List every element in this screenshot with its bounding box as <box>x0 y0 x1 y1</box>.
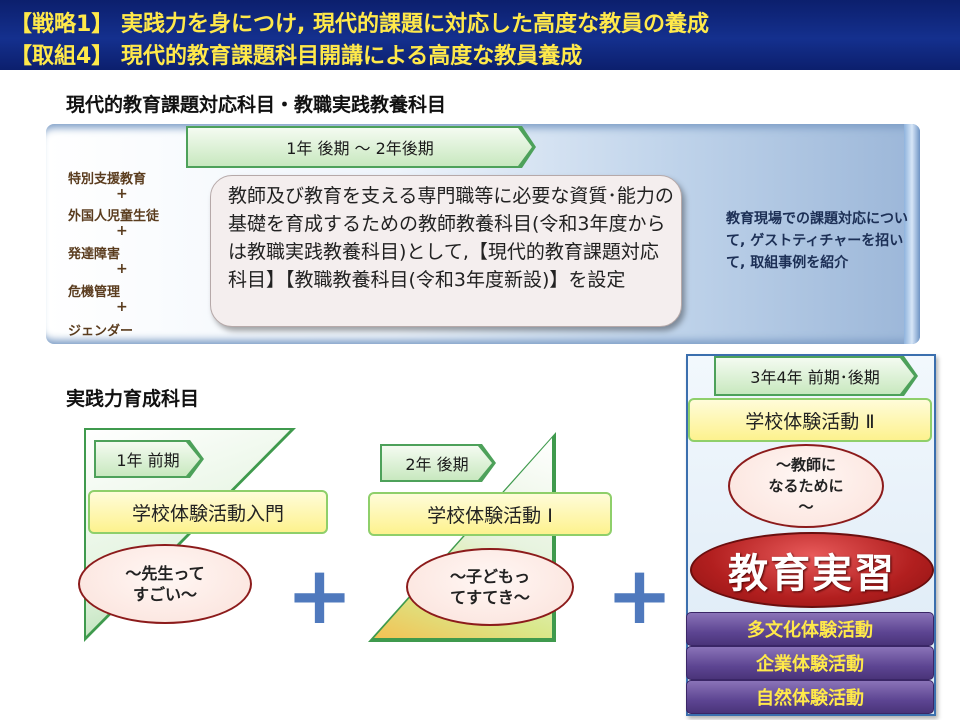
topic-developmental-disorder: 発達障害 <box>68 247 121 262</box>
panel3-bubble: ～教師に なるために ～ <box>728 444 884 528</box>
topic-plus-2: + <box>116 223 128 239</box>
activity-nature: 自然体験活動 <box>686 680 934 714</box>
header-strategy-line: 【戦略1】 実践力を身につけ, 現代的課題に対応した高度な教員の養成 <box>10 12 709 37</box>
panel2-course: 学校体験活動 Ⅰ <box>368 492 612 536</box>
activity-corporate: 企業体験活動 <box>686 646 934 680</box>
panel3-period-label: 3年4年 前期･後期 <box>750 368 880 387</box>
panel1-course-label: 学校体験活動入門 <box>131 502 284 525</box>
description-box <box>210 175 682 327</box>
panel1-course: 学校体験活動入門 <box>88 490 328 534</box>
topic-plus-1: + <box>116 186 128 202</box>
upper-section-title: 現代的教育課題対応科目・教職実践教養科目 <box>66 94 447 116</box>
guest-teacher-note: 教育現場での課題対応について, ゲストティチャーを招いて, 取組事例を紹介 <box>726 211 908 271</box>
activity-corporate-label: 企業体験活動 <box>756 654 864 675</box>
panel1-period-arrow: 1年 前期 <box>96 442 200 476</box>
topic-crisis-management: 危機管理 <box>68 285 121 300</box>
activity-multicultural: 多文化体験活動 <box>686 612 934 646</box>
panel3-period-arrow: 3年4年 前期･後期 <box>716 358 914 394</box>
header-banner: 【戦略1】 実践力を身につけ, 現代的課題に対応した高度な教員の養成 【取組4】… <box>0 0 960 70</box>
lower-section-title: 実践力育成科目 <box>66 388 200 410</box>
panel1-bubble: ～先生って すごい～ <box>78 544 252 624</box>
activity-multicultural-label: 多文化体験活動 <box>747 620 873 641</box>
panel1-period-label: 1年 前期 <box>116 451 180 470</box>
upper-band-edge <box>904 124 920 344</box>
teaching-practice-label: 教育実習 <box>728 551 896 597</box>
topic-plus-3: + <box>116 261 128 277</box>
panel3-course: 学校体験活動 Ⅱ <box>688 398 932 442</box>
header-initiative-line: 【取組4】 現代的教育課題科目開講による高度な教員養成 <box>10 44 583 69</box>
topic-plus-4: + <box>116 299 128 315</box>
plus-icon-2: + <box>606 549 674 642</box>
upper-period-arrow: 1年 後期 ～ 2年後期 <box>188 128 532 166</box>
panel2-period-arrow: 2年 後期 <box>382 446 492 480</box>
topic-gender: ジェンダー <box>68 324 134 339</box>
panel3-course-label: 学校体験活動 Ⅱ <box>745 410 875 433</box>
topic-foreign-students: 外国人児童生徒 <box>68 209 160 224</box>
panel2-period-label: 2年 後期 <box>405 455 469 474</box>
plus-icon: + <box>286 549 354 642</box>
panel2-bubble: ～子どもっ てすてき～ <box>406 548 574 626</box>
activity-nature-label: 自然体験活動 <box>756 688 864 709</box>
teaching-practice-ellipse: 教育実習 <box>690 532 934 608</box>
description-text: 教師及び教育を支える専門職等に必要な資質･能力の基礎を育成するための教師教養科目… <box>228 185 674 291</box>
panel2-course-label: 学校体験活動 Ⅰ <box>427 504 553 527</box>
upper-period-label: 1年 後期 ～ 2年後期 <box>286 139 434 158</box>
topic-special-needs: 特別支援教育 <box>68 172 147 187</box>
